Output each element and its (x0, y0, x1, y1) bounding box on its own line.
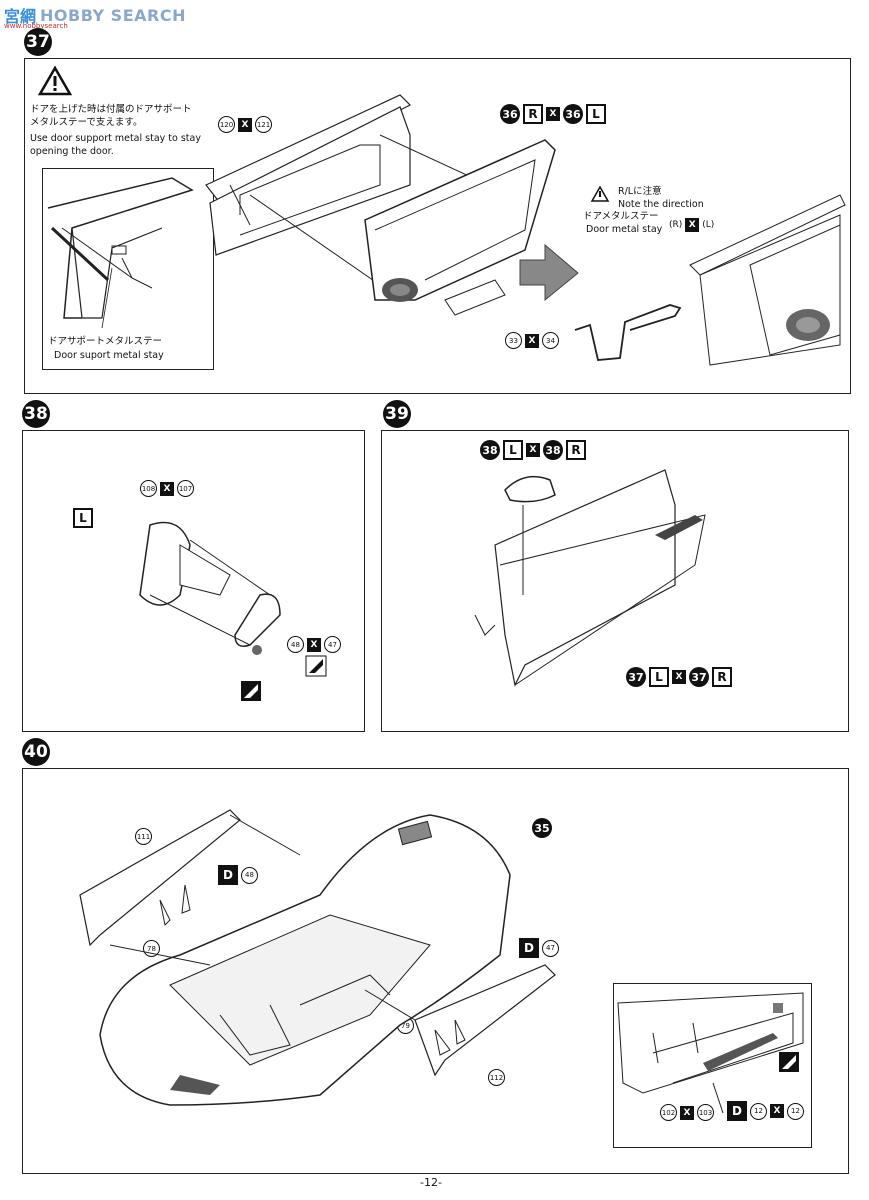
warning-icon-small (590, 185, 610, 202)
door-inner-panel-drawing (205, 94, 511, 286)
callout-jp: ドアサポートメタルステー (48, 336, 163, 347)
step37-badge: 37 (24, 28, 52, 56)
watermark-text: HOBBY SEARCH (40, 5, 186, 25)
part-121: 121 (255, 116, 272, 133)
step40-badge: 40 (22, 738, 50, 766)
x-icon: X (526, 443, 540, 457)
x-icon: X (525, 333, 539, 348)
parts-37-labels: 37 L X 37 R (626, 667, 732, 687)
side-skirt-drawing (364, 964, 556, 1077)
metal-stay-r: (R) (669, 220, 683, 230)
metal-stay-drawing (574, 304, 682, 361)
caution-jp-2: メタルステーで支えます。 (30, 117, 143, 128)
d12-labels: D 12 X 12 (727, 1101, 804, 1121)
part-48: 48 (287, 636, 304, 653)
part-47: 47 (542, 939, 559, 957)
part-37l-badge: 37 (626, 667, 646, 687)
part-107: 107 (177, 480, 194, 497)
x-icon: X (546, 107, 560, 121)
d48-label: D 48 (218, 865, 258, 885)
page-number: -12- (420, 1176, 442, 1189)
step38-badge: 38 (22, 400, 50, 428)
door-outer-drawing (364, 139, 556, 316)
part-35-badge: 35 (532, 818, 552, 838)
side-l-label: L (73, 508, 93, 528)
metal-stay-l: (L) (702, 220, 715, 230)
part-36r-badge: 36 (500, 104, 520, 124)
x-icon: X (672, 670, 686, 684)
side-l-label: L (503, 440, 523, 460)
part-37r-badge: 37 (689, 667, 709, 687)
watermark-prefix: 宮網 (4, 7, 37, 26)
runner-d-label: D (519, 938, 539, 958)
part-38l-badge: 38 (480, 440, 500, 460)
caution-en-1: Use door support metal stay to stay (30, 133, 201, 144)
door-metal-stay-en: Door metal stay (586, 224, 663, 235)
warning-icon (37, 65, 73, 96)
door-support-inset-drawing (47, 177, 194, 329)
side-r-label: R (566, 440, 586, 460)
car-body-drawing (79, 809, 511, 1106)
part-38r-badge: 38 (543, 440, 563, 460)
part-33: 33 (505, 332, 522, 349)
caution-jp-1: ドアを上げた時は付属のドアサポート (30, 104, 192, 115)
door-part-labels: 36 R X 36 L (500, 104, 606, 124)
callout-en: Door suport metal stay (54, 350, 164, 361)
parts-120-121: 120 X 121 (218, 116, 272, 133)
side-r-label: R (523, 104, 543, 124)
part-12: 12 (750, 1102, 767, 1120)
door-metal-stay-jp: ドアメタルステー (583, 211, 659, 222)
part-47: 47 (324, 636, 341, 653)
part-48: 48 (241, 866, 258, 884)
part-102: 102 (660, 1104, 677, 1121)
x-icon: X (770, 1104, 784, 1118)
x-icon: X (685, 218, 700, 232)
part-111: 111 (135, 828, 152, 845)
part-103: 103 (697, 1104, 714, 1121)
side-skirt-inset-drawing (617, 992, 804, 1114)
part-112: 112 (488, 1069, 505, 1086)
door-assembled-drawing (689, 194, 846, 366)
x-icon: X (160, 481, 174, 496)
caution-en-2: opening the door. (30, 146, 114, 157)
paint-icon (305, 655, 327, 677)
part-34: 34 (542, 332, 559, 349)
watermark-url: www.hobbysearch (4, 22, 68, 30)
part-108: 108 (140, 480, 157, 497)
watermark: 宮網 HOBBY SEARCH (4, 3, 186, 27)
parts-108-107: 108 X 107 (140, 480, 194, 497)
side-l-label: L (586, 104, 606, 124)
door-mirror-drawing (474, 469, 706, 687)
metal-stay-rl: (R) X (L) (669, 218, 714, 232)
runner-d-label: D (727, 1101, 747, 1121)
rl-note-jp: R/Lに注意 (618, 186, 662, 197)
paint-icon (241, 681, 261, 701)
paint-icon (779, 1052, 799, 1072)
x-icon: X (238, 117, 252, 132)
parts-102-103: 102 X 103 (660, 1104, 714, 1121)
part-120: 120 (218, 116, 235, 133)
parts-33-34: 33 X 34 (505, 332, 559, 349)
parts-48-47: 48 X 47 (287, 636, 341, 653)
x-icon: X (680, 1105, 694, 1120)
rl-note-en: Note the direction (618, 199, 704, 210)
parts-38-labels: 38 L X 38 R (480, 440, 586, 460)
d47-label: D 47 (519, 938, 559, 958)
part-12: 12 (787, 1102, 804, 1120)
runner-d-label: D (218, 865, 238, 885)
step39-badge: 39 (383, 400, 411, 428)
part-36l-badge: 36 (563, 104, 583, 124)
side-r-label: R (712, 667, 732, 687)
x-icon: X (307, 637, 321, 652)
arrow-icon (519, 243, 579, 302)
mirror-drawing (139, 521, 281, 655)
side-l-label: L (649, 667, 669, 687)
